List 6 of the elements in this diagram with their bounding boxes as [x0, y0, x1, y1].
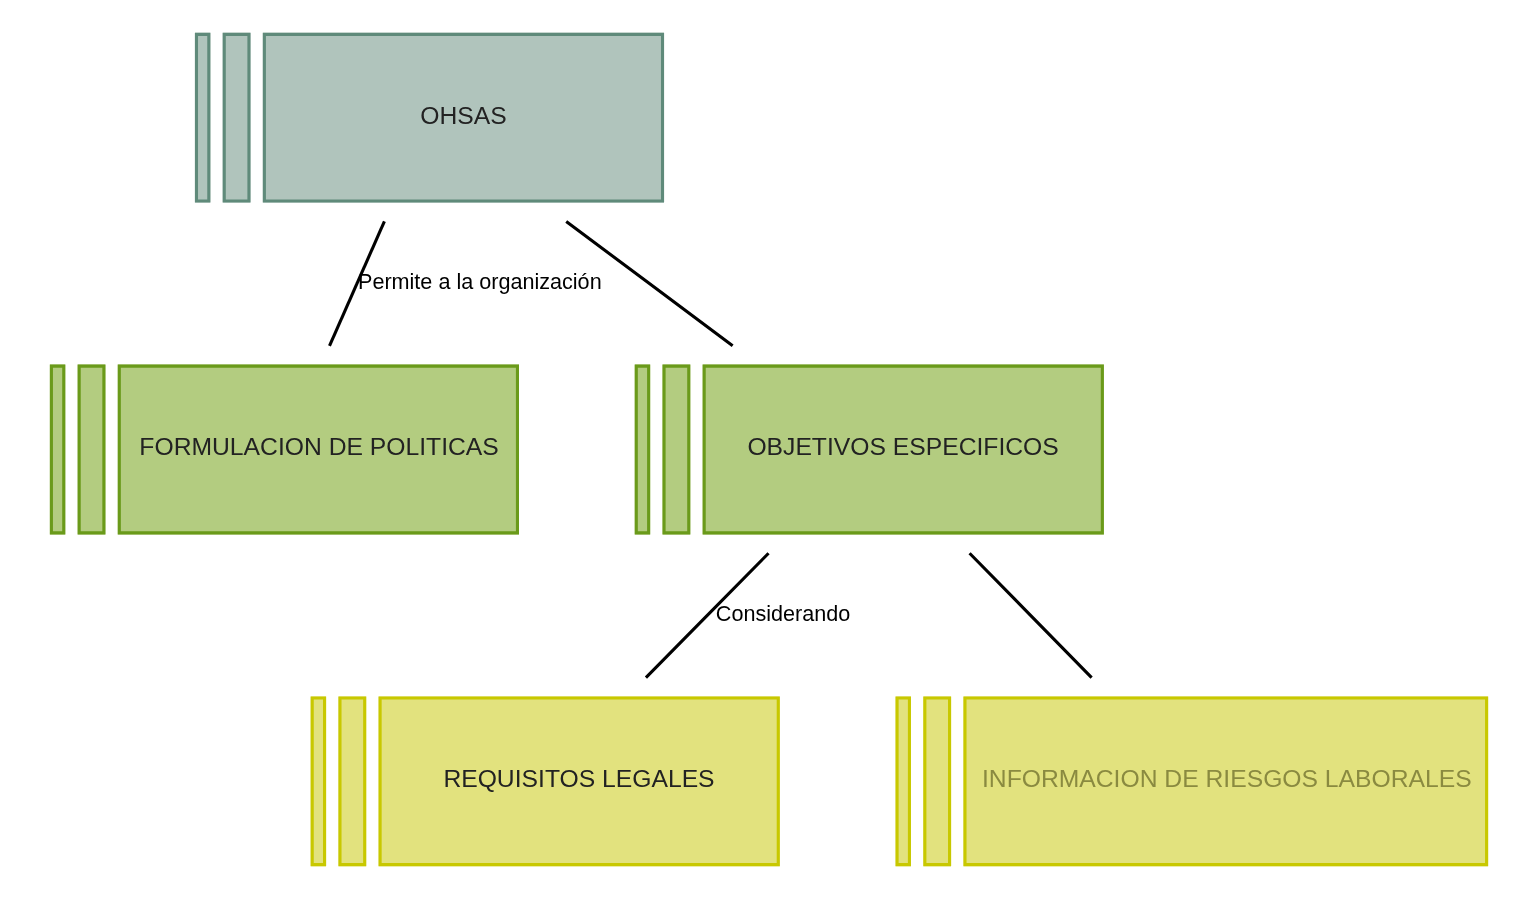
connector [968, 552, 1093, 679]
connector [327, 220, 386, 347]
connector [564, 220, 734, 348]
connector [644, 552, 770, 679]
edge-label: Permite a la organización [357, 269, 602, 295]
edge-label: Considerando [715, 601, 850, 627]
